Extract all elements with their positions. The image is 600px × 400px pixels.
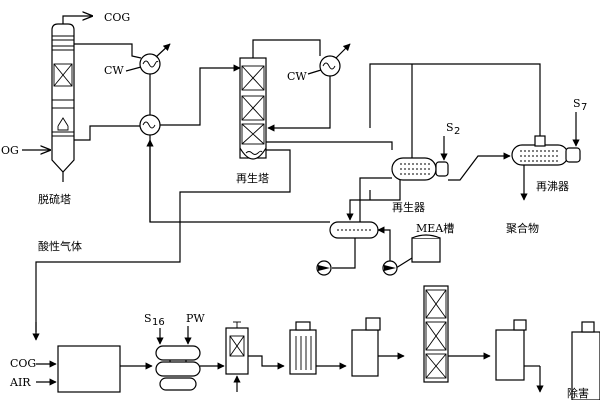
cog-in-label: OG bbox=[1, 144, 19, 157]
s7-label: S bbox=[573, 97, 581, 110]
pipe-tank-to-pump bbox=[332, 238, 356, 269]
packed-column bbox=[423, 285, 449, 383]
cog-out-label: COG bbox=[104, 11, 130, 24]
pump-right bbox=[382, 260, 398, 276]
pipe-regen-top bbox=[252, 39, 321, 58]
s2-label: S bbox=[446, 121, 454, 134]
right-column bbox=[571, 321, 600, 400]
pump-left bbox=[316, 260, 332, 276]
s2-steam: S 2 bbox=[440, 121, 460, 161]
acid-gas-label: 酸性气体 bbox=[38, 239, 82, 253]
s7-sub: 7 bbox=[581, 102, 587, 113]
pipe-regen-to-regenerator bbox=[266, 141, 393, 150]
mea-label: MEA槽 bbox=[416, 222, 454, 235]
pipe-acid-gas bbox=[35, 149, 371, 332]
regenerator-label: 再生器 bbox=[392, 200, 425, 214]
incinerator bbox=[57, 345, 121, 393]
pipe-top-loop bbox=[369, 63, 541, 140]
s16-sub: 16 bbox=[152, 317, 165, 328]
s2-sub: 2 bbox=[454, 126, 460, 137]
regeneration-tower bbox=[239, 57, 267, 160]
waste-heat-drum: S 16 PW bbox=[144, 312, 205, 391]
pipe-mea-to-pump bbox=[395, 257, 413, 269]
regen-tower-label: 再生塔 bbox=[236, 171, 269, 185]
left-cooler-bottom bbox=[139, 114, 161, 136]
cog-bottom-label: COG bbox=[10, 357, 36, 370]
pipe-to-reboiler bbox=[448, 152, 511, 181]
desulfurization-tower bbox=[51, 23, 75, 182]
pipe-tower-mid bbox=[74, 125, 140, 141]
mea-tank: MEA槽 bbox=[411, 222, 454, 263]
s16-label: S bbox=[144, 312, 152, 325]
air-bottom-label: AIR bbox=[9, 376, 31, 389]
pipe-rich-to-regen bbox=[160, 64, 241, 126]
pipe-reflux bbox=[267, 76, 331, 132]
separator-vessel bbox=[495, 319, 527, 381]
left-cooler-top: CW bbox=[104, 43, 171, 77]
desulf-tower-label: 脱硫塔 bbox=[38, 192, 71, 206]
pw-label: PW bbox=[186, 312, 205, 325]
cw-mid-label: CW bbox=[287, 70, 307, 83]
cog-outlet: COG bbox=[62, 11, 130, 24]
condenser-1 bbox=[289, 321, 317, 375]
cog-inlet: OG bbox=[1, 144, 50, 157]
reactor-1 bbox=[225, 321, 249, 375]
polymer-label: 聚合物 bbox=[506, 221, 539, 235]
right-partial-label: 除害 bbox=[567, 386, 589, 400]
reboiler bbox=[511, 135, 581, 166]
s7-steam: S 7 bbox=[572, 97, 587, 147]
mid-cooler: CW bbox=[287, 43, 351, 83]
lean-tank bbox=[329, 221, 379, 239]
cw-left-label: CW bbox=[104, 64, 124, 77]
reactor-2 bbox=[351, 317, 381, 377]
regenerator-vessel bbox=[391, 150, 449, 181]
reboiler-label: 再沸器 bbox=[536, 180, 569, 193]
pipe-pump-to-tank bbox=[377, 226, 391, 261]
pipe-tower-to-cooler bbox=[74, 43, 142, 59]
pipe-regenerator-drain bbox=[346, 180, 401, 221]
